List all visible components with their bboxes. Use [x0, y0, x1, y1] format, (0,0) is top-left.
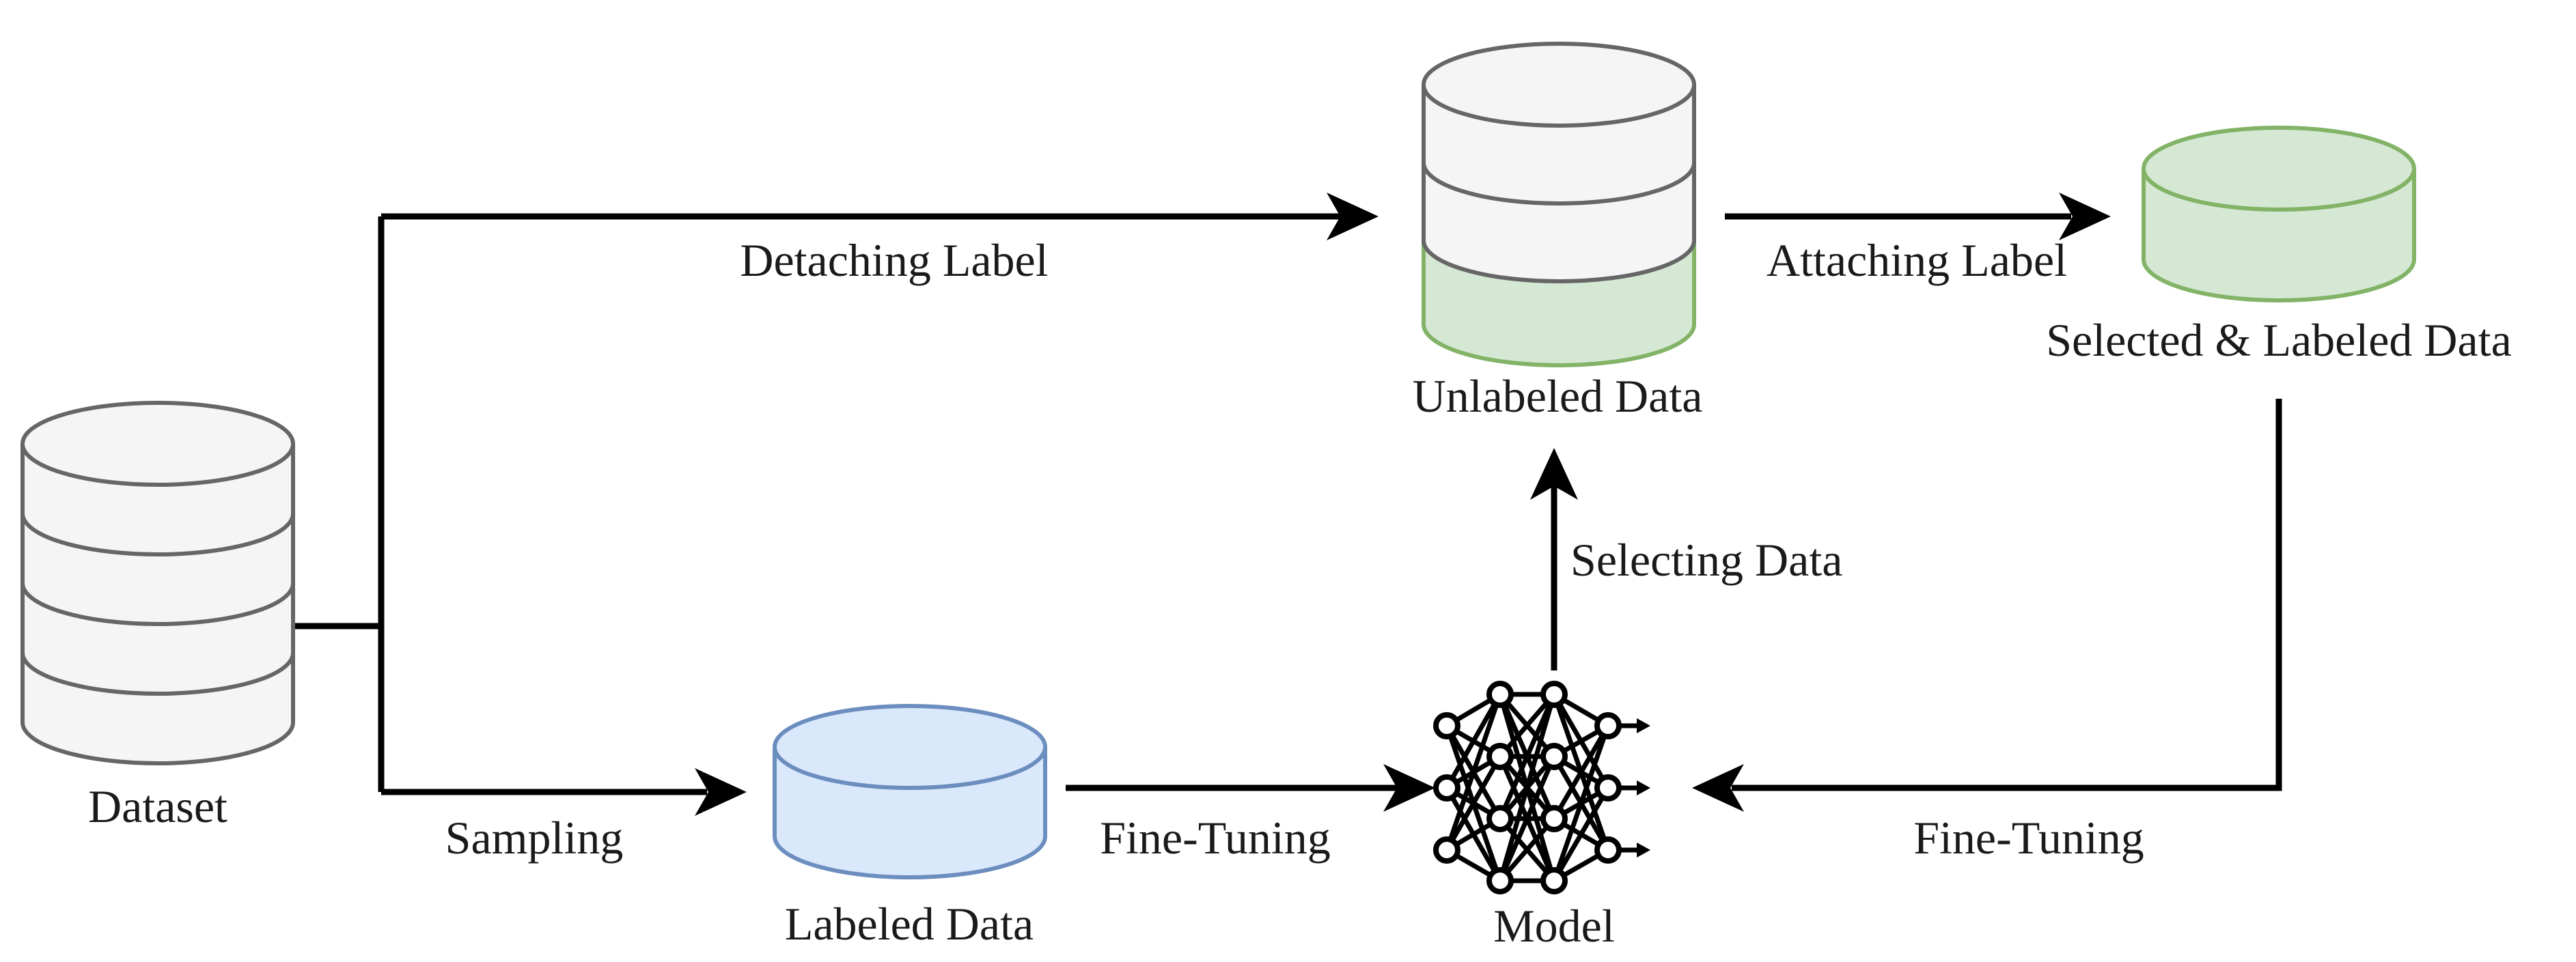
edge-attaching-label: [1725, 193, 2111, 240]
edge-detaching-label: [381, 193, 1379, 240]
nn-neuron: [1486, 805, 1514, 832]
nn-connection: [1497, 755, 1557, 882]
nn-neuron: [1594, 712, 1622, 739]
model-label: Model: [1493, 900, 1615, 952]
edge-sampling: [381, 768, 747, 816]
neural-network-icon: [1433, 681, 1650, 894]
nn-connection: [1497, 694, 1557, 881]
selected-labeled-data-cylinder: [2142, 126, 2416, 302]
unlabeled-data-cylinder: [1422, 42, 1696, 367]
nn-neuron: [1594, 836, 1622, 864]
nn-neuron: [1540, 867, 1568, 894]
dataset-cylinder-body: [20, 401, 295, 765]
nn-connection: [1551, 787, 1611, 882]
nn-connection: [1444, 755, 1503, 851]
edge-label-sampling: Sampling: [445, 812, 624, 864]
edge-fine-tuning-right: [1692, 399, 2282, 812]
nn-neuron: [1433, 712, 1460, 739]
nn-neuron: [1486, 867, 1514, 894]
dataset-cylinder: [20, 401, 295, 765]
nn-neuron: [1540, 681, 1568, 708]
nn-connection: [1551, 724, 1611, 882]
nn-neuron: [1540, 805, 1568, 832]
nn-neuron: [1540, 743, 1568, 770]
nn-neuron: [1433, 774, 1460, 802]
dataset-label: Dataset: [88, 780, 227, 832]
edge-selecting-data: [1530, 448, 1578, 670]
nn-neuron: [1594, 774, 1622, 802]
nn-connection: [1444, 693, 1503, 789]
selected-labeled-data-label: Selected & Labeled Data: [2046, 314, 2512, 366]
edge-label-attaching: Attaching Label: [1767, 234, 2067, 286]
nn-connection: [1497, 693, 1557, 820]
edge-label-selecting: Selecting Data: [1570, 534, 1842, 586]
edge-label-fine-tuning-left: Fine-Tuning: [1100, 812, 1331, 864]
labeled-data-cylinder: [773, 704, 1047, 879]
nn-connection: [1498, 817, 1556, 883]
edge-label-detaching: Detaching Label: [740, 234, 1048, 286]
nn-connection: [1551, 724, 1611, 820]
nn-connection: [1498, 692, 1556, 759]
nn-output-arrowhead: [1637, 780, 1650, 795]
edge-fine-tuning-left: [1066, 764, 1435, 812]
labeled-data-label: Labeled Data: [785, 898, 1034, 950]
nn-output-arrowhead: [1637, 843, 1650, 858]
nn-neuron: [1433, 836, 1460, 864]
edge-label-fine-tuning-right: Fine-Tuning: [1913, 812, 2144, 864]
unlabeled-grey-body: [1422, 42, 1696, 283]
edge-dataset-trunk: [294, 216, 385, 792]
selected-cylinder-body: [2142, 126, 2416, 302]
nn-neuron: [1486, 743, 1514, 770]
labeled-cylinder-body: [773, 704, 1047, 879]
nn-output-arrowhead: [1637, 718, 1650, 733]
nn-neuron: [1486, 681, 1514, 708]
unlabeled-data-label: Unlabeled Data: [1413, 370, 1703, 422]
nn-connection: [1444, 693, 1503, 851]
